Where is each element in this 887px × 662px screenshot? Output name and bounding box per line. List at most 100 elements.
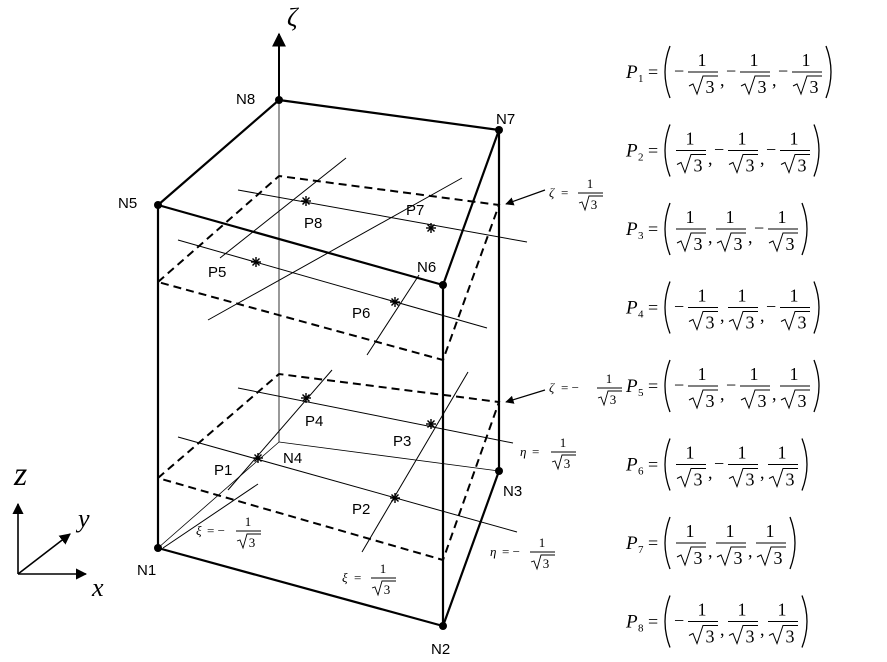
sqrt-icon (768, 232, 798, 253)
sign: − (674, 61, 684, 81)
comma: , (760, 149, 765, 169)
sqrt-icon (688, 389, 718, 410)
sign: − (754, 218, 764, 238)
left-parenthesis (664, 516, 671, 570)
fraction-numerator: 1 (686, 443, 695, 463)
annotation-zeta-negative: ζ = − 1 3 (505, 371, 622, 407)
point-label-p6: P6 (352, 305, 370, 322)
fraction-denominator: 3 (746, 313, 755, 333)
fraction-denominator: 3 (798, 156, 807, 176)
xi-pos-var: ξ (342, 570, 348, 585)
sqrt-icon (728, 468, 758, 488)
node-n1-dot (154, 544, 162, 552)
equation-subscript: 1 (638, 73, 644, 85)
node-n2-dot (439, 622, 447, 630)
sqrt-icon (768, 468, 798, 488)
comma: , (772, 70, 777, 90)
sqrt-icon (716, 232, 746, 253)
xi-pos-den: 3 (384, 582, 391, 597)
zeta-neg-eq: = − (561, 380, 579, 395)
comma: , (748, 227, 753, 247)
point-label-p5: P5 (208, 264, 226, 281)
sqrt-icon (780, 389, 810, 410)
comma: , (772, 384, 777, 404)
eta-neg-num: 1 (539, 535, 546, 550)
node-n5-dot (154, 201, 162, 209)
zeta-pos-num: 1 (587, 176, 594, 191)
fraction-numerator: 1 (750, 50, 759, 70)
gauss-marker-p8 (301, 196, 311, 206)
global-y-label: y (75, 504, 90, 533)
fraction-denominator: 3 (694, 470, 703, 490)
equals-sign: = (648, 62, 658, 82)
fraction-numerator: 1 (766, 521, 775, 541)
sqrt-icon (676, 468, 706, 488)
global-axes: z y x (12, 456, 104, 602)
zeta-pos-den: 3 (591, 197, 598, 212)
fraction-denominator: 3 (746, 627, 755, 647)
fraction-numerator: 1 (686, 521, 695, 541)
equation-subscript: 4 (638, 309, 644, 321)
fraction-numerator: 1 (738, 129, 747, 149)
global-x-label: x (91, 573, 104, 602)
comma: , (760, 463, 765, 483)
fraction-numerator: 1 (698, 50, 707, 70)
fraction-denominator: 3 (758, 391, 767, 411)
fraction-numerator: 1 (686, 207, 695, 227)
equals-sign: = (648, 298, 658, 318)
right-parenthesis (813, 359, 820, 413)
xi-pos-eq: = (354, 570, 361, 585)
sign: − (726, 61, 736, 81)
zeta-neg-den: 3 (610, 392, 617, 407)
xi-neg-den: 3 (249, 535, 256, 550)
equation-subscript: 5 (638, 387, 644, 399)
gauss-point-markers (251, 196, 436, 503)
equals-sign: = (648, 219, 658, 239)
equals-sign: = (648, 141, 658, 161)
fraction-numerator: 1 (790, 129, 799, 149)
node-label-n2: N2 (431, 641, 450, 658)
visible-edges (156, 98, 501, 628)
equation-subscript: 3 (638, 230, 644, 242)
equation-lhs: P (625, 219, 638, 240)
comma: , (720, 384, 725, 404)
sqrt-icon (728, 625, 758, 645)
sqrt-icon (676, 232, 706, 253)
zeta-pos-var: ζ (549, 185, 555, 200)
sqrt-icon (688, 311, 718, 331)
zeta-neg-num: 1 (606, 371, 613, 386)
comma: , (708, 227, 713, 247)
node-n7-dot (495, 126, 503, 134)
annotation-xi-negative: ξ = − 1 3 (196, 514, 261, 550)
sqrt-icon (676, 154, 706, 174)
xi-pos-num: 1 (380, 561, 387, 576)
equation-lhs: P (625, 62, 638, 83)
equals-sign: = (648, 455, 658, 475)
zeta-pos-eq: = (561, 185, 568, 200)
left-parenthesis (664, 595, 671, 648)
fraction-numerator: 1 (778, 443, 787, 463)
sign: − (674, 297, 684, 317)
fraction-numerator: 1 (790, 364, 799, 384)
equation-lhs: P (625, 455, 638, 476)
equation-lhs: P (625, 141, 638, 162)
fraction-numerator: 1 (726, 521, 735, 541)
annotation-eta-positive: η = 1 3 (520, 435, 576, 471)
fraction-denominator: 3 (694, 548, 703, 568)
sign: − (714, 140, 724, 160)
comma: , (720, 306, 725, 326)
annotation-zeta-positive: ζ = 1 3 (505, 176, 603, 212)
gauss-point-labels: P1 P2 P3 P4 P5 P6 P7 P8 (208, 202, 424, 518)
xi-neg-var: ξ (196, 523, 202, 538)
left-parenthesis (664, 124, 671, 177)
point-label-p3: P3 (393, 433, 411, 450)
comma: , (720, 70, 725, 90)
equation-subscript: 2 (638, 152, 644, 164)
right-parenthesis (825, 45, 832, 99)
sign: − (674, 611, 684, 631)
left-parenthesis (664, 438, 671, 491)
eta-pos-den: 3 (564, 456, 571, 471)
